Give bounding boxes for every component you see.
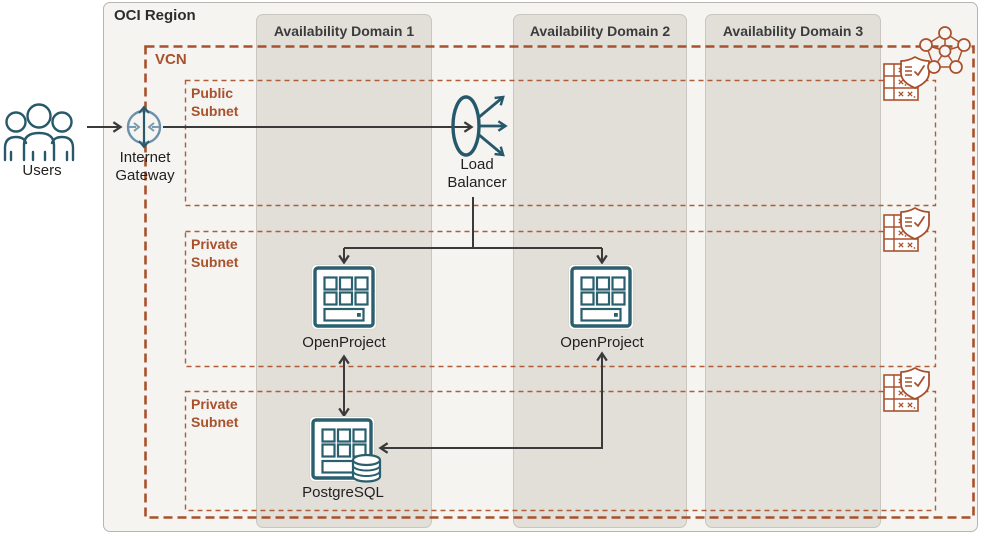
postgresql-label: PostgreSQL: [302, 484, 384, 501]
oci-region-label: OCI Region: [114, 7, 196, 24]
private-subnet-2-label: Private Subnet: [191, 396, 239, 430]
public-subnet-label: Public Subnet: [191, 85, 239, 119]
availability-domain-3: Availability Domain 3: [705, 14, 881, 528]
availability-domain-1-title: Availability Domain 1: [273, 23, 415, 39]
users-label: Users: [22, 162, 62, 179]
availability-domain-2-title: Availability Domain 2: [529, 23, 671, 39]
private-subnet-1-label: Private Subnet: [191, 236, 239, 270]
openproject-2-label: OpenProject: [560, 334, 644, 351]
openproject-1-label: OpenProject: [302, 334, 386, 351]
load-balancer-label: Load Balancer: [447, 156, 507, 191]
availability-domain-1: Availability Domain 1: [256, 14, 432, 528]
availability-domain-2: Availability Domain 2: [513, 14, 687, 528]
availability-domain-3-title: Availability Domain 3: [722, 23, 864, 39]
users-icon: [3, 103, 75, 162]
internet-gateway-label: Internet Gateway: [115, 149, 175, 184]
vcn-label: VCN: [155, 51, 187, 68]
